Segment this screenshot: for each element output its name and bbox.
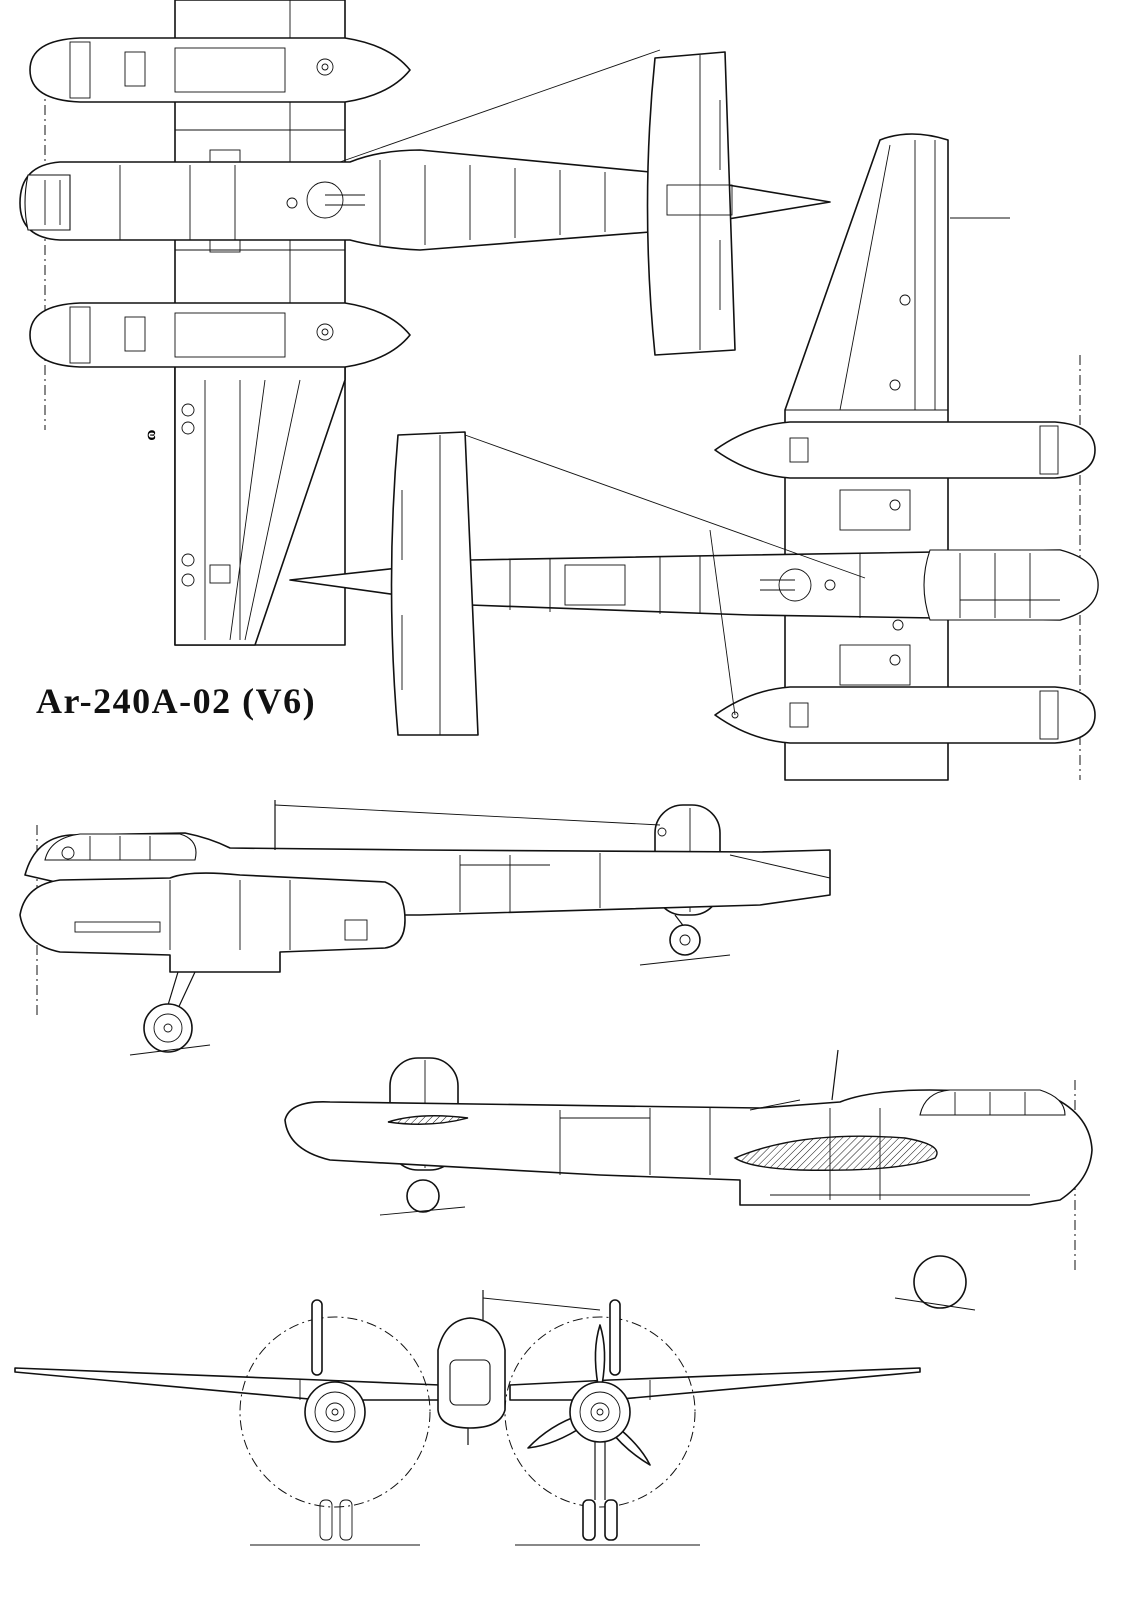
underside-view [289,133,1099,781]
starboard-side-view-wing-section [733,1135,938,1171]
port-side-view [19,800,831,1056]
starboard-side-view-tail-wheel [406,1179,440,1213]
front-view-windscreen [449,1359,491,1406]
front-view-propeller-disc-left [239,1316,431,1508]
underside-view-nacelle-lower [714,686,1096,744]
starboard-side-view [284,1049,1093,1311]
starboard-side-view-fuselage [284,1089,1093,1206]
front-view-fin-left [311,1299,323,1376]
drawing-title: Ar-240A-02 (V6) [36,681,317,721]
front-view-engine-right [569,1381,631,1443]
front-view [14,1290,921,1546]
underside-view-nacelle-upper [714,421,1096,479]
port-side-view-nacelle [19,872,406,973]
port-side-view-main-wheel [143,1003,193,1053]
port-side-view-tail-wheel [669,924,701,956]
front-view-engine-left [304,1381,366,1443]
front-view-fin-right [609,1299,621,1376]
top-view-marking: ɞ [147,423,156,445]
top-view-cockpit-glazing [24,174,71,231]
starboard-side-view-tailplane-section [387,1115,469,1125]
front-view-wheel-right [582,1499,596,1541]
underside-view-cockpit-glazing [923,549,1099,621]
starboard-side-view-canopy [919,1089,1066,1116]
top-view: ɞ [19,0,831,646]
underside-view-gun-turret [778,568,812,602]
front-view-wing-right [509,1367,921,1401]
top-view-gun-turret [306,181,344,219]
front-view-propeller-disc-right [504,1316,696,1508]
top-view-tailplane [646,51,736,356]
underside-view-tailplane [390,431,479,736]
starboard-side-view-main-wheel [913,1255,967,1309]
port-side-view-canopy [44,833,197,861]
front-view-wing-left [14,1367,441,1401]
starboard-side-view-antenna [831,1049,839,1101]
front-view-wheel-left [319,1499,333,1541]
front-view-propeller-blade [594,1324,606,1386]
